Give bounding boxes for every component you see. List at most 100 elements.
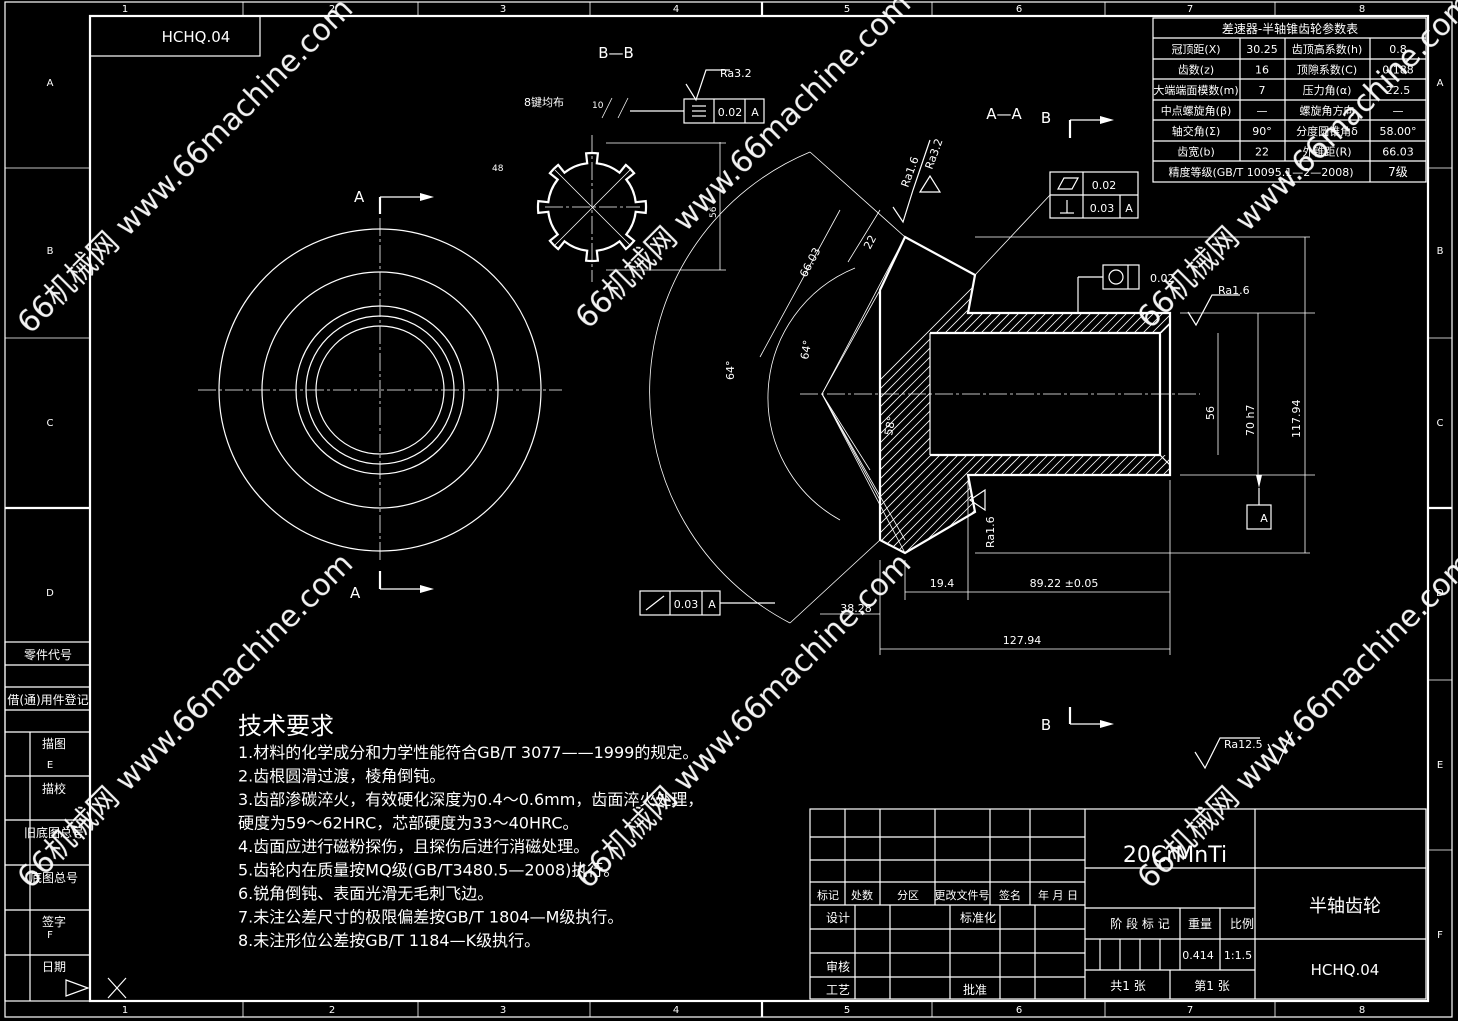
section-title-aa: A—A — [986, 105, 1022, 123]
watermark: 66机械网 www.66machine.com — [569, 546, 918, 895]
grid-row-label: B — [1437, 246, 1444, 257]
grid-col-label: 5 — [844, 1005, 850, 1016]
tb-design: 设计 — [826, 911, 850, 925]
dim-runout-value: 0.03 — [674, 598, 699, 611]
grid-row-label: A — [1437, 78, 1444, 89]
dim-datum-a-box: A — [1260, 512, 1268, 525]
tech-req-item: 5.齿轮内在质量按MQ级(GB/T3480.5—2008)执行。 — [238, 861, 619, 880]
dim-cone-distance: 66.03 — [797, 245, 823, 279]
tb-process: 工艺 — [826, 983, 850, 997]
dim-circularity: 0.02 — [1150, 272, 1175, 285]
outer-frame — [4, 1, 1453, 1018]
param-cell: 外锥距(R) — [1302, 146, 1351, 159]
rev-header: 分区 — [897, 889, 919, 902]
grid-row-label: C — [47, 418, 54, 429]
dim-face-width: 22 — [861, 233, 879, 251]
grid-col-label: 6 — [1016, 4, 1022, 15]
param-cell: 7 — [1259, 84, 1266, 97]
dim-runout-datum: A — [708, 598, 716, 611]
tech-req-item: 3.齿部渗碳淬火，有效硬化深度为0.4～0.6mm，齿面淬火处理， — [238, 790, 703, 809]
grid-col-label: 1 — [122, 4, 128, 15]
dim-ra16-c: Ra1.6 — [984, 516, 997, 548]
dim-38-28: 38.28 — [840, 602, 872, 615]
drawing-no-top: HCHQ.04 — [162, 28, 231, 46]
param-cell: 16 — [1255, 64, 1269, 77]
grid-row-label: A — [47, 78, 54, 89]
dim-ra32: Ra3.2 — [720, 67, 752, 80]
tb-sheet-no: 第1 张 — [1194, 979, 1229, 993]
tb-standard: 标准化 — [960, 911, 996, 925]
left-panel-label: 底图总号 — [30, 870, 78, 885]
tech-req-item: 硬度为59～62HRC，芯部硬度为33～40HRC。 — [238, 814, 579, 833]
param-cell: 分度圆锥角δ — [1296, 124, 1358, 138]
tech-req-item: 1.材料的化学成分和力学性能符合GB/T 3077——1999的规定。 — [238, 743, 698, 762]
param-cell: 螺旋角方向 — [1300, 104, 1355, 118]
grid-col-label: 3 — [500, 4, 506, 15]
rev-header: 处数 — [851, 889, 873, 902]
watermark: 66机械网 www.66machine.com — [11, 0, 360, 341]
precision-label: 精度等级(GB/T 10095.1—2—2008) — [1168, 165, 1353, 179]
grid-row-label: E — [47, 760, 53, 771]
grid-row-label: B — [47, 246, 54, 257]
section-label-a-bottom: A — [350, 584, 361, 602]
dim-perpendicularity: 0.03 — [1090, 202, 1115, 215]
left-panel-label: 旧底图总号 — [24, 825, 84, 840]
param-table — [1152, 17, 1427, 183]
dim-flatness-value: 0.02 — [718, 106, 743, 119]
section-title-bb: B—B — [598, 44, 634, 62]
param-cell: 冠顶距(X) — [1171, 43, 1220, 56]
dim-key-width: 10 — [592, 101, 604, 111]
tb-weight-label: 重量 — [1188, 917, 1212, 931]
param-cell: 22.5 — [1386, 84, 1411, 97]
param-cell: 66.03 — [1382, 146, 1414, 159]
orientation-mark — [65, 977, 127, 999]
section-label-a-top: A — [354, 188, 365, 206]
dim-ra12-5: Ra12.5 — [1224, 738, 1263, 751]
watermarks: 66机械网 www.66machine.com 66机械网 www.66mach… — [11, 0, 1458, 896]
dim-minor-dia: 48 — [492, 164, 504, 174]
dim-ra16-a: Ra1.6 — [899, 155, 922, 189]
tech-req-item: 4.齿面应进行磁粉探伤，且探伤后进行消磁处理。 — [238, 837, 589, 856]
left-panel-label: 签字 — [42, 914, 66, 929]
grid-col-label: 5 — [844, 4, 850, 15]
grid-row-label: E — [1437, 760, 1443, 771]
front-view — [198, 193, 562, 593]
tech-req-item: 7.未注公差尺寸的极限偏差按GB/T 1804—M级执行。 — [238, 908, 623, 927]
grid-ticks — [5, 2, 1452, 1017]
dim-ra32-b: Ra3.2 — [923, 137, 946, 171]
tb-weight: 0.414 — [1182, 949, 1214, 962]
rev-header: 更改文件号 — [935, 888, 990, 902]
grid-col-label: 4 — [673, 4, 679, 15]
left-panel-label: 日期 — [42, 960, 66, 974]
dim-flatness: 0.02 — [1092, 179, 1117, 192]
dim-major-dia: 56 — [709, 206, 719, 218]
precision-value: 7级 — [1388, 165, 1408, 179]
grid-col-label: 4 — [673, 1005, 679, 1016]
dim-angle-pitch: 64° — [798, 339, 814, 360]
tb-part-name: 半轴齿轮 — [1309, 896, 1381, 917]
param-cell: 58.00° — [1380, 125, 1417, 138]
dim-angle-root: 58° — [882, 415, 898, 436]
rev-header: 签名 — [999, 888, 1021, 902]
tb-sheets-total: 共1 张 — [1110, 979, 1145, 993]
grid-col-label: 6 — [1016, 1005, 1022, 1016]
dim-89-22: 89.22 ±0.05 — [1030, 577, 1099, 590]
section-label-b-bottom: B — [1041, 716, 1051, 734]
param-cell: 轴交角(Σ) — [1172, 124, 1221, 138]
grid-row-label: F — [1437, 930, 1443, 941]
left-panel — [4, 641, 91, 1002]
param-cell: 22 — [1255, 146, 1269, 159]
section-label-b-top: B — [1041, 109, 1051, 127]
dim-outer-dia: 117.94 — [1290, 400, 1303, 439]
grid-col-label: 2 — [329, 4, 335, 15]
dim-perp-datum: A — [1125, 202, 1133, 215]
tech-req-item: 6.锐角倒钝、表面光滑无毛刺飞边。 — [238, 884, 493, 903]
tech-req-title: 技术要求 — [238, 712, 334, 740]
param-cell: 0.188 — [1382, 64, 1414, 77]
grid-row-label: C — [1437, 418, 1444, 429]
tech-req-list: 1.材料的化学成分和力学性能符合GB/T 3077——1999的规定。2.齿根圆… — [238, 743, 703, 950]
spline-section-bb — [536, 69, 765, 282]
